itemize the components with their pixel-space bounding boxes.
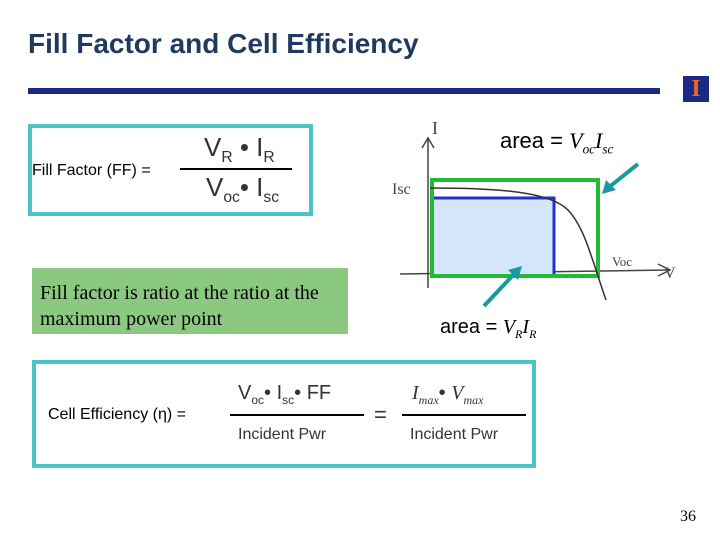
cell-efficiency-denominator: Incident Pwr [238, 426, 327, 443]
current-axis-label: I [432, 118, 438, 138]
cell-efficiency-numerator: Voc• Isc• FF [238, 382, 332, 407]
max-power-denominator: Incident Pwr [410, 426, 499, 443]
arrow-to-blue-area [482, 270, 518, 308]
fill-factor-numerator: VR • IR [204, 132, 275, 167]
title-rule [28, 88, 660, 94]
area-vr-ir-label: area = VRIR [440, 316, 537, 341]
iv-curve-sketch: I Isc Voc V [392, 118, 676, 308]
fraction-bar [230, 414, 364, 416]
max-power-rectangle [430, 196, 556, 278]
voltage-axis-arrow-icon [657, 263, 672, 277]
university-logo: I [683, 76, 709, 102]
page-number: 36 [680, 508, 696, 525]
equals-sign: = [374, 402, 387, 427]
iv-curve [429, 187, 607, 301]
voc-label: Voc [612, 254, 632, 269]
fill-factor-label: Fill Factor (FF) = [32, 162, 151, 179]
fraction-bar [180, 168, 292, 170]
max-power-numerator: Imax• Vmax [412, 382, 484, 407]
arrow-head-icon [602, 180, 616, 194]
isc-label: Isc [392, 181, 411, 198]
arrow-head-icon [508, 266, 522, 280]
page-title: Fill Factor and Cell Efficiency [28, 28, 419, 59]
fill-factor-note: Fill factor is ratio at the ratio at the… [32, 268, 348, 334]
cell-efficiency-label: Cell Efficiency (η) = [48, 406, 186, 423]
fill-factor-denominator: Voc• Isc [206, 172, 279, 207]
fraction-bar [402, 414, 526, 416]
fill-factor-frame [28, 124, 313, 216]
area-voc-isc-label: area = VocIsc [500, 128, 614, 157]
current-axis-arrow-icon [421, 136, 435, 149]
voltage-axis-label: V [664, 265, 676, 282]
arrow-to-green-area [606, 162, 640, 190]
